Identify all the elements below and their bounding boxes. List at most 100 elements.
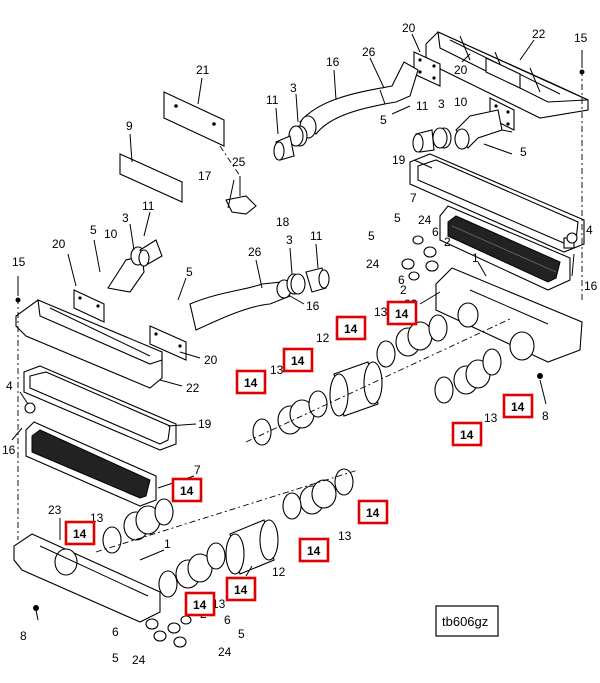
callout-14: 14: [357, 499, 389, 525]
label-18: 18: [276, 215, 290, 229]
label-2: 2: [400, 283, 407, 297]
label-26: 26: [248, 245, 262, 259]
fittings-upper: [401, 235, 575, 281]
hose-11-upper: [273, 135, 295, 161]
figure-id-box: tb606gz: [435, 605, 499, 637]
label-9: 9: [126, 119, 133, 133]
callout-14: 14: [451, 421, 483, 447]
hose-11-upper-b: [412, 129, 435, 153]
label-10: 10: [104, 227, 118, 241]
callout-14: 14: [64, 520, 96, 546]
label-5: 5: [186, 265, 193, 279]
label-8: 8: [542, 409, 549, 423]
callout-14: 14: [502, 393, 534, 419]
callout-14: 14: [225, 576, 257, 602]
label-17: 17: [198, 169, 212, 183]
label-5: 5: [394, 211, 401, 225]
label-5: 5: [238, 627, 245, 641]
label-10: 10: [454, 95, 468, 109]
cooler-core-7-left: [25, 421, 157, 507]
label-25: 25: [232, 155, 246, 169]
label-24: 24: [132, 653, 146, 667]
label-4: 4: [586, 223, 593, 237]
clamp-14-set: [102, 314, 502, 598]
label-15: 15: [574, 31, 588, 45]
label-16: 16: [326, 55, 340, 69]
label-11: 11: [266, 93, 279, 107]
svg-text:14: 14: [234, 583, 248, 597]
label-6: 6: [398, 273, 405, 287]
label-13: 13: [212, 597, 226, 611]
housing-1-upper: [435, 267, 583, 363]
callout-14: 14: [171, 477, 203, 503]
callouts-14: 14 14 14 14 14 14 14 14 14 14 14 14: [64, 300, 534, 617]
svg-text:14: 14: [291, 354, 305, 368]
label-3: 3: [290, 81, 297, 95]
svg-text:14: 14: [244, 376, 258, 390]
label-7: 7: [410, 191, 417, 205]
manifold-upper-right: [425, 31, 589, 119]
pipe-12-lower: [225, 519, 279, 575]
label-6: 6: [432, 225, 439, 239]
hose-11-left: [138, 239, 163, 267]
svg-text:14: 14: [511, 400, 525, 414]
label-13: 13: [338, 529, 352, 543]
label-1: 1: [472, 251, 479, 265]
label-26: 26: [362, 45, 376, 59]
label-11: 11: [142, 199, 155, 213]
label-20: 20: [204, 353, 218, 367]
plate-21: [163, 91, 225, 147]
label-7: 7: [194, 463, 201, 477]
bracket-25: [225, 176, 257, 215]
elbow-tube-26-upper: [299, 61, 419, 139]
callout-14: 14: [335, 315, 367, 341]
label-2: 2: [444, 235, 451, 249]
label-3: 3: [286, 233, 293, 247]
label-5: 5: [380, 113, 387, 127]
label-20: 20: [52, 237, 66, 251]
label-13: 13: [484, 411, 498, 425]
housing-1-left: [13, 533, 161, 623]
label-21: 21: [196, 63, 210, 77]
label-12: 12: [272, 565, 286, 579]
callout-14: 14: [386, 300, 418, 326]
label-1: 1: [164, 537, 171, 551]
svg-text:14: 14: [73, 527, 87, 541]
callout-14: 14: [184, 591, 216, 617]
label-5: 5: [368, 229, 375, 243]
fittings-lower: [145, 615, 192, 648]
label-24: 24: [418, 213, 432, 227]
centre-lines: [17, 70, 583, 553]
label-24: 24: [366, 257, 380, 271]
label-23: 23: [48, 503, 62, 517]
hose-3-upper-b: [432, 127, 452, 149]
label-4: 4: [6, 379, 13, 393]
label-24: 24: [218, 645, 232, 659]
label-16: 16: [2, 443, 16, 457]
label-20: 20: [454, 63, 468, 77]
label-13: 13: [270, 363, 284, 377]
svg-text:14: 14: [395, 307, 409, 321]
label-15: 15: [12, 255, 26, 269]
callout-14: 14: [235, 369, 267, 395]
label-3: 3: [122, 211, 129, 225]
label-16: 16: [306, 299, 320, 313]
part-number-labels: 20 22 15 26 16 3 11 21 5 20 11 3 10 5 9 …: [2, 21, 598, 667]
elbow-tube-26-lower: [189, 279, 292, 331]
label-6: 6: [112, 625, 119, 639]
plate-9: [119, 153, 183, 203]
hose-13-set: [123, 321, 491, 589]
label-16: 16: [584, 279, 598, 293]
figure-id: tb606gz: [442, 614, 488, 629]
svg-text:14: 14: [180, 484, 194, 498]
hose-11-mid: [305, 267, 330, 293]
bolts: [15, 50, 585, 611]
svg-text:14: 14: [307, 544, 321, 558]
svg-text:14: 14: [460, 428, 474, 442]
gasket-20-left-a: [73, 289, 105, 323]
label-5: 5: [112, 651, 119, 665]
gasket-20-left-b: [149, 325, 187, 361]
label-20: 20: [402, 21, 416, 35]
label-19: 19: [392, 153, 406, 167]
